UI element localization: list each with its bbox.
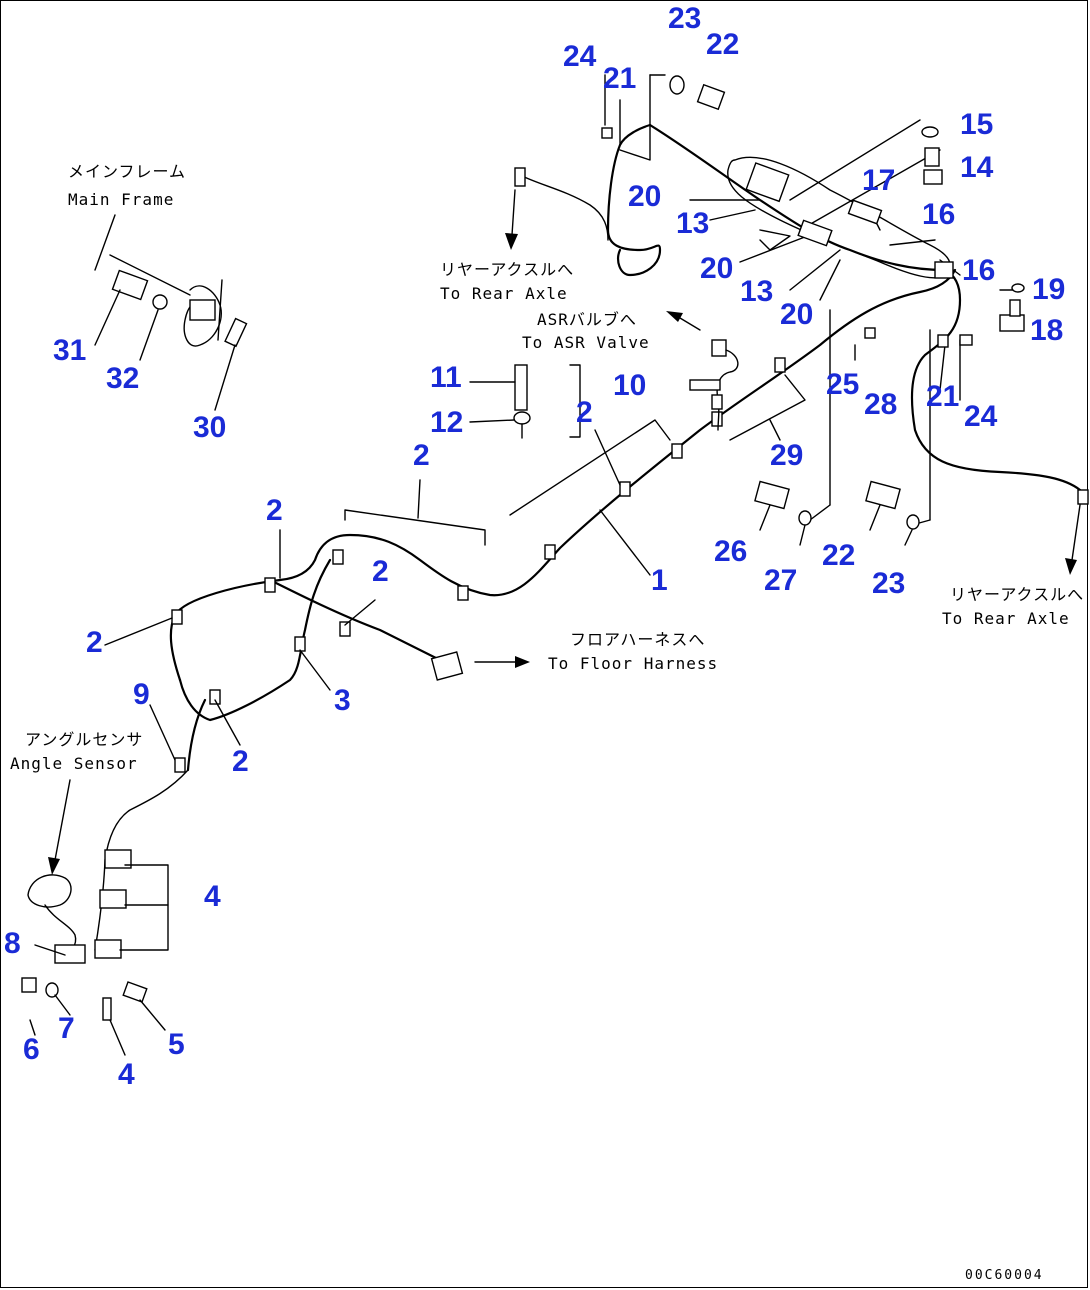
callout-2-f: 2: [232, 745, 249, 778]
callout-11: 11: [430, 361, 462, 394]
main-frame-note-en: Main Frame: [68, 190, 175, 209]
asr-valve-note-en: To ASR Valve: [522, 333, 650, 352]
main-frame-note-jp: メインフレーム: [68, 162, 187, 181]
harness-clamps: [171, 357, 786, 705]
floor-harness-connector: [430, 651, 530, 681]
angle-sensor-assembly: [21, 704, 186, 1056]
callout-1: 1: [651, 564, 668, 597]
callout-2-e: 2: [86, 626, 103, 659]
callout-13-b: 13: [740, 275, 774, 308]
callout-28: 28: [864, 388, 898, 421]
leader-lines: [104, 74, 1021, 746]
callout-20-c: 20: [780, 298, 814, 331]
hardware-top-right: [601, 75, 1025, 346]
callout-17: 17: [862, 164, 896, 197]
callout-5: 5: [168, 1028, 185, 1061]
callout-2-b: 2: [413, 439, 430, 472]
callout-32: 32: [106, 362, 140, 395]
callout-24: 24: [563, 40, 597, 73]
callout-2-c: 2: [266, 494, 283, 527]
angle-sensor-note-jp: アングルセンサ: [25, 730, 144, 749]
upper-harness: [505, 123, 1089, 575]
callout-6: 6: [23, 1033, 40, 1066]
callout-14: 14: [960, 151, 994, 184]
callout-30: 30: [193, 411, 227, 444]
callout-4-b: 4: [118, 1058, 135, 1091]
callout-26: 26: [714, 535, 748, 568]
callout-7: 7: [58, 1012, 75, 1045]
callout-12: 12: [430, 406, 464, 439]
callout-31: 31: [53, 334, 87, 367]
callout-19: 19: [1032, 273, 1066, 306]
main-frame-sensor: [94, 214, 248, 411]
callout-13-a: 13: [676, 207, 710, 240]
callout-2-d: 2: [372, 555, 389, 588]
callout-4-a: 4: [204, 880, 221, 913]
callout-23: 23: [668, 2, 702, 35]
callout-18: 18: [1030, 314, 1064, 347]
angle-sensor-note-en: Angle Sensor: [10, 754, 138, 773]
asr-valve-connector: [666, 311, 739, 431]
callout-16-a: 16: [922, 198, 956, 231]
callout-22: 22: [706, 28, 740, 61]
rear-axle-note-en-2: To Rear Axle: [942, 609, 1070, 628]
callout-3: 3: [334, 684, 351, 717]
callout-21: 21: [603, 62, 637, 95]
callout-16-b: 16: [962, 254, 996, 287]
callout-10: 10: [613, 369, 647, 402]
callout-29: 29: [770, 439, 804, 472]
callout-25: 25: [826, 368, 860, 401]
floor-harness-note-en: To Floor Harness: [548, 654, 719, 673]
callout-27: 27: [764, 564, 798, 597]
rear-axle-note-jp-2: リヤーアクスルへ: [950, 585, 1085, 604]
callout-22-b: 22: [822, 539, 856, 572]
bolt-11-washer-12: [469, 364, 531, 439]
rear-axle-note-en-1: To Rear Axle: [440, 284, 568, 303]
floor-harness-note-jp: フロアハーネスへ: [570, 630, 706, 649]
callout-20-b: 20: [700, 252, 734, 285]
hardware-bottom: [754, 480, 920, 546]
callout-20-a: 20: [628, 180, 662, 213]
callout-8: 8: [4, 927, 21, 960]
callout-9: 9: [133, 678, 150, 711]
drawing-code: 00C60004: [965, 1268, 1044, 1283]
callout-2-a: 2: [576, 396, 593, 429]
callout-24-b: 24: [964, 400, 998, 433]
asr-valve-note-jp: ASRバルブへ: [537, 310, 637, 329]
callout-15: 15: [960, 108, 994, 141]
callout-23-b: 23: [872, 567, 906, 600]
rear-axle-note-jp-1: リヤーアクスルへ: [440, 260, 575, 279]
callout-21-b: 21: [926, 380, 960, 413]
